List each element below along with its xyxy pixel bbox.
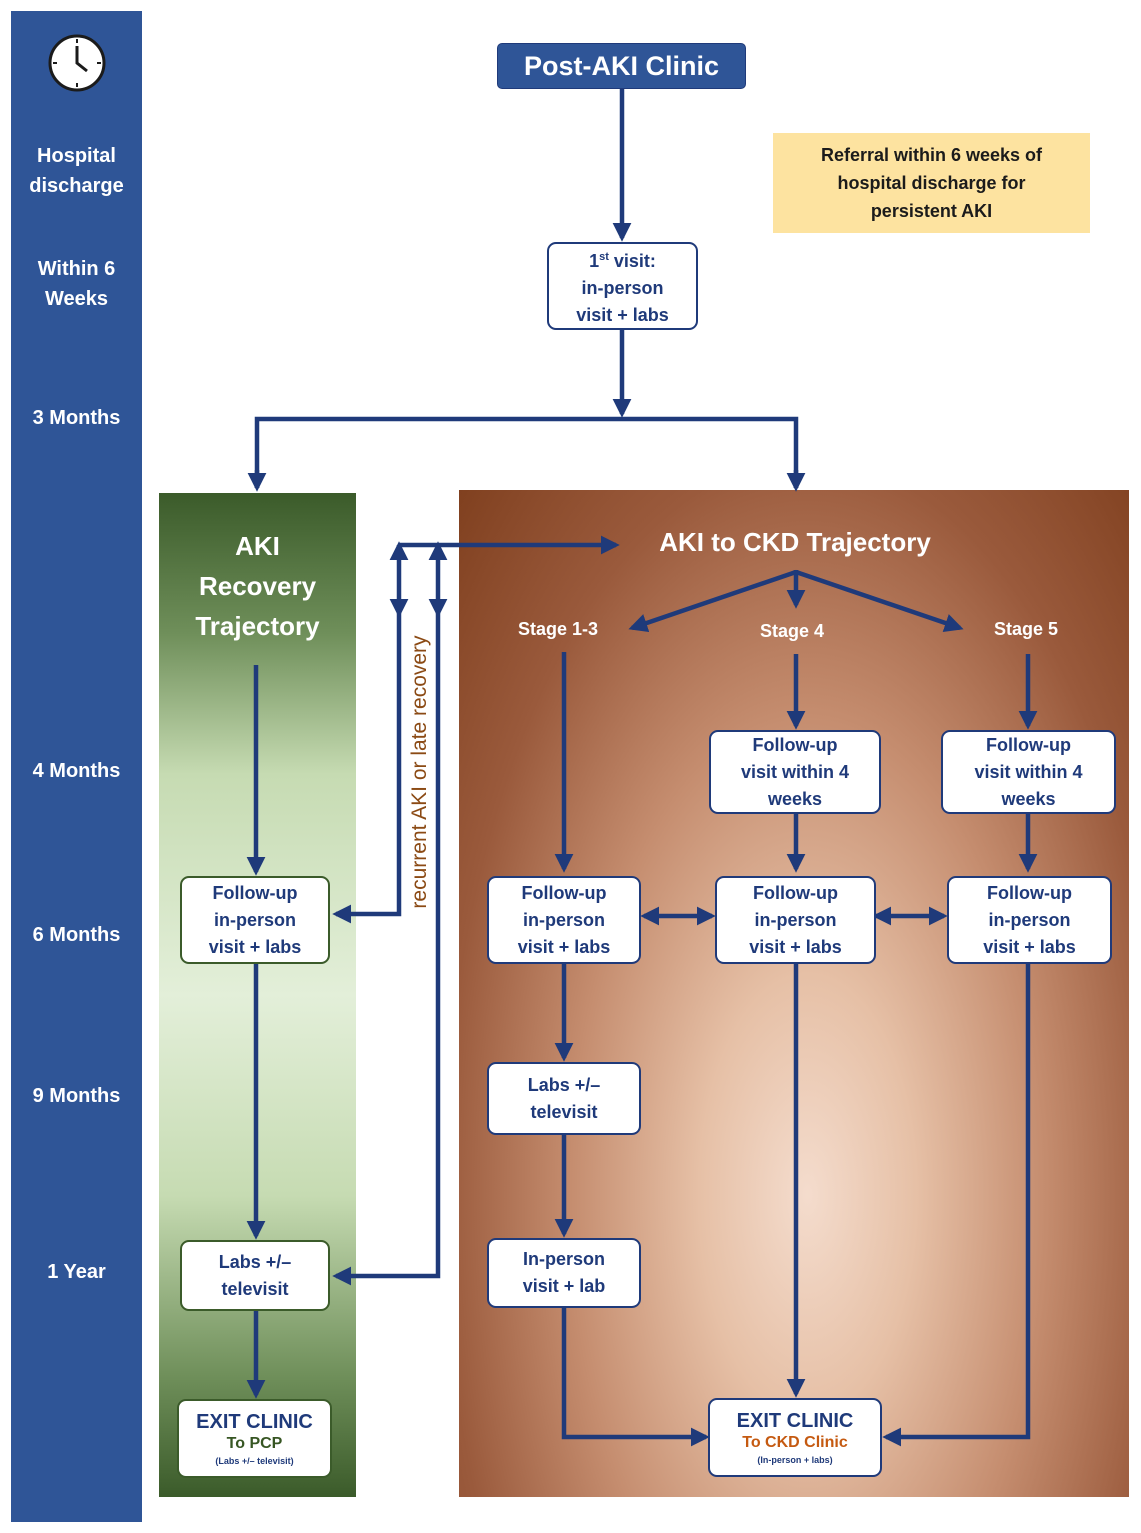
timeline-label-hospital-discharge: Hospital discharge — [29, 145, 124, 197]
stage13-followup-node: Follow-up in-person visit + labs — [487, 876, 641, 964]
referral-note: Referral within 6 weeks of hospital disc… — [773, 133, 1090, 233]
stage-1-3-label: Stage 1-3 — [518, 619, 599, 639]
recovery-followup-node: Follow-up in-person visit + labs — [180, 876, 330, 964]
ckd-exit-title: EXIT CLINIC — [736, 1409, 854, 1432]
recovery-exit-small: (Labs +/– televisit) — [215, 1455, 294, 1466]
first-visit-node: 1st visit: in-person visit + labs — [547, 242, 698, 330]
ckd-exit-sub: To CKD Clinic — [742, 1433, 848, 1451]
timeline-label-1-year: 1 Year — [47, 1261, 106, 1283]
timeline-label-within-6-weeks: Within 6 Weeks — [37, 258, 116, 310]
timeline-bar — [11, 11, 142, 1522]
stage13-inperson-node: In-person visit + lab — [487, 1238, 641, 1308]
recovery-labs-node: Labs +/– televisit — [180, 1240, 330, 1311]
recovery-exit-node: EXIT CLINIC To PCP (Labs +/– televisit) — [177, 1399, 332, 1478]
stage-5-label: Stage 5 — [994, 619, 1059, 639]
clock-icon — [48, 34, 106, 92]
recurrent-aki-note: recurrent AKI or late recovery — [408, 635, 431, 909]
stage5-followup-4wk-node: Follow-up visit within 4 weeks — [941, 730, 1116, 814]
first-visit-heading: 1st visit: — [589, 250, 656, 271]
timeline-label-3-months: 3 Months — [32, 407, 121, 429]
recovery-exit-sub: To PCP — [226, 1434, 283, 1452]
ckd-title: AKI to CKD Trajectory — [659, 527, 931, 557]
ckd-exit-small: (In-person + labs) — [757, 1454, 833, 1465]
timeline-label-9-months: 9 Months — [32, 1085, 121, 1107]
stage4-followup-node: Follow-up in-person visit + labs — [715, 876, 876, 964]
recovery-exit-title: EXIT CLINIC — [196, 1410, 313, 1433]
stage13-labs-node: Labs +/– televisit — [487, 1062, 641, 1135]
first-visit-detail: in-person visit + labs — [576, 277, 669, 325]
timeline-label-6-months: 6 Months — [32, 924, 121, 946]
timeline-label-4-months: 4 Months — [32, 760, 121, 782]
ckd-exit-node: EXIT CLINIC To CKD Clinic (In-person + l… — [708, 1398, 882, 1477]
stage-4-label: Stage 4 — [760, 621, 825, 641]
stage4-followup-4wk-node: Follow-up visit within 4 weeks — [709, 730, 881, 814]
recovery-title: AKI Recovery Trajectory — [195, 531, 320, 641]
stage5-followup-node: Follow-up in-person visit + labs — [947, 876, 1112, 964]
post-aki-clinic-node: Post-AKI Clinic — [497, 43, 746, 89]
